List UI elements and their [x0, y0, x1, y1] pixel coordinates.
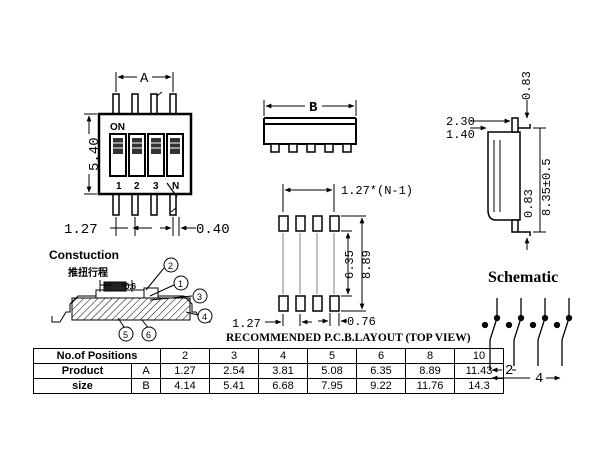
schematic-drawing	[481, 298, 573, 370]
table-cell: 5	[307, 348, 357, 364]
n-label: N	[172, 181, 179, 192]
table-header-label: No.of Positions	[33, 348, 161, 364]
position-1-label: 1	[116, 181, 122, 192]
travel-label: 0.6	[125, 282, 137, 291]
dimension-a-label: A	[140, 71, 149, 87]
side-profile-dims	[470, 100, 546, 250]
callout-6: 6	[146, 330, 151, 340]
dimension-889-label: 8.89	[360, 250, 374, 279]
table-cell: 11.43	[454, 363, 504, 379]
table-cell: 9.22	[356, 378, 406, 394]
pcb-layout	[278, 215, 340, 312]
table-cell: 8.89	[405, 363, 455, 379]
table-cell: 3.81	[258, 363, 308, 379]
dimension-540	[84, 113, 97, 195]
size-table: No.of Positions 2 3 4 5 6 8 10 Product A…	[32, 348, 504, 394]
pcb-layout-title: RECOMMENDED P.C.B.LAYOUT (TOP VIEW)	[226, 332, 471, 344]
table-cell: 11.76	[405, 378, 455, 394]
schematic-title: Schematic	[488, 269, 558, 286]
table-cell: 4	[258, 348, 308, 364]
position-3-label: 3	[153, 181, 159, 192]
table-cell: 6.35	[356, 363, 406, 379]
table-cell: 8	[405, 348, 455, 364]
construction-callouts	[117, 257, 213, 342]
table-row-sublabel: B	[131, 378, 161, 394]
table-cell: 1.27	[160, 363, 210, 379]
table-cell: 10	[454, 348, 504, 364]
schematic-pitch-4-label: 4	[535, 371, 543, 387]
table-row-label: size	[32, 378, 133, 394]
callout-3: 3	[197, 292, 202, 302]
table-row-label: Product	[32, 363, 133, 379]
table-cell: 7.95	[307, 378, 357, 394]
table-cell: 3	[209, 348, 259, 364]
dimension-230-label: 2.30	[446, 115, 475, 129]
table-cell: 2	[160, 348, 210, 364]
top-view	[97, 91, 193, 216]
callout-4: 4	[202, 312, 207, 322]
schematic-pitch-2-label: 2	[505, 363, 513, 379]
dimension-635-label: 6.35	[343, 250, 357, 279]
dimension-083-top-label: 0.83	[520, 71, 534, 100]
table-row: size B 4.14 5.41 6.68 7.95 9.22 11.76 14…	[32, 378, 504, 394]
table-row-sublabel: A	[131, 363, 161, 379]
dimension-a	[115, 72, 174, 92]
dimension-b-label: B	[309, 100, 318, 116]
dimension-040-label: 0.40	[196, 222, 230, 238]
dimension-127-pcb-label: 1.27	[232, 317, 261, 331]
table-cell: 5.41	[209, 378, 259, 394]
dimension-b	[263, 100, 357, 116]
construction-title: Constuction	[49, 248, 119, 262]
dimension-140-label: 1.40	[446, 128, 475, 142]
table-row: Product A 1.27 2.54 3.81 5.08 6.35 8.89 …	[32, 363, 504, 379]
callout-5: 5	[123, 330, 128, 340]
dimension-076-label: 0.76	[347, 315, 376, 329]
table-cell: 4.14	[160, 378, 210, 394]
table-cell: 6.68	[258, 378, 308, 394]
table-cell: 5.08	[307, 363, 357, 379]
side-profile	[487, 117, 531, 236]
table-cell: 2.54	[209, 363, 259, 379]
dimension-127-040	[110, 217, 196, 236]
pcb-dims	[265, 184, 366, 326]
construction-drawing	[51, 280, 211, 323]
table-cell: 14.3	[454, 378, 504, 394]
pitch-label: 1.27*(N-1)	[341, 184, 413, 198]
on-label: ON	[110, 122, 125, 133]
dimension-083-bottom-label: 0.83	[522, 189, 536, 218]
callout-2: 2	[168, 261, 173, 271]
table-cell: 6	[356, 348, 406, 364]
dimension-540-label: 5.40	[87, 137, 103, 171]
table-header-row: No.of Positions 2 3 4 5 6 8 10	[33, 348, 504, 364]
construction-chinese-label: 推扭行程	[68, 266, 108, 279]
callout-1: 1	[178, 279, 183, 289]
dimension-835-label: 8.35±0.5	[540, 158, 554, 216]
position-2-label: 2	[134, 181, 140, 192]
dimension-127-label: 1.27	[64, 222, 98, 238]
side-view-b	[263, 117, 357, 153]
